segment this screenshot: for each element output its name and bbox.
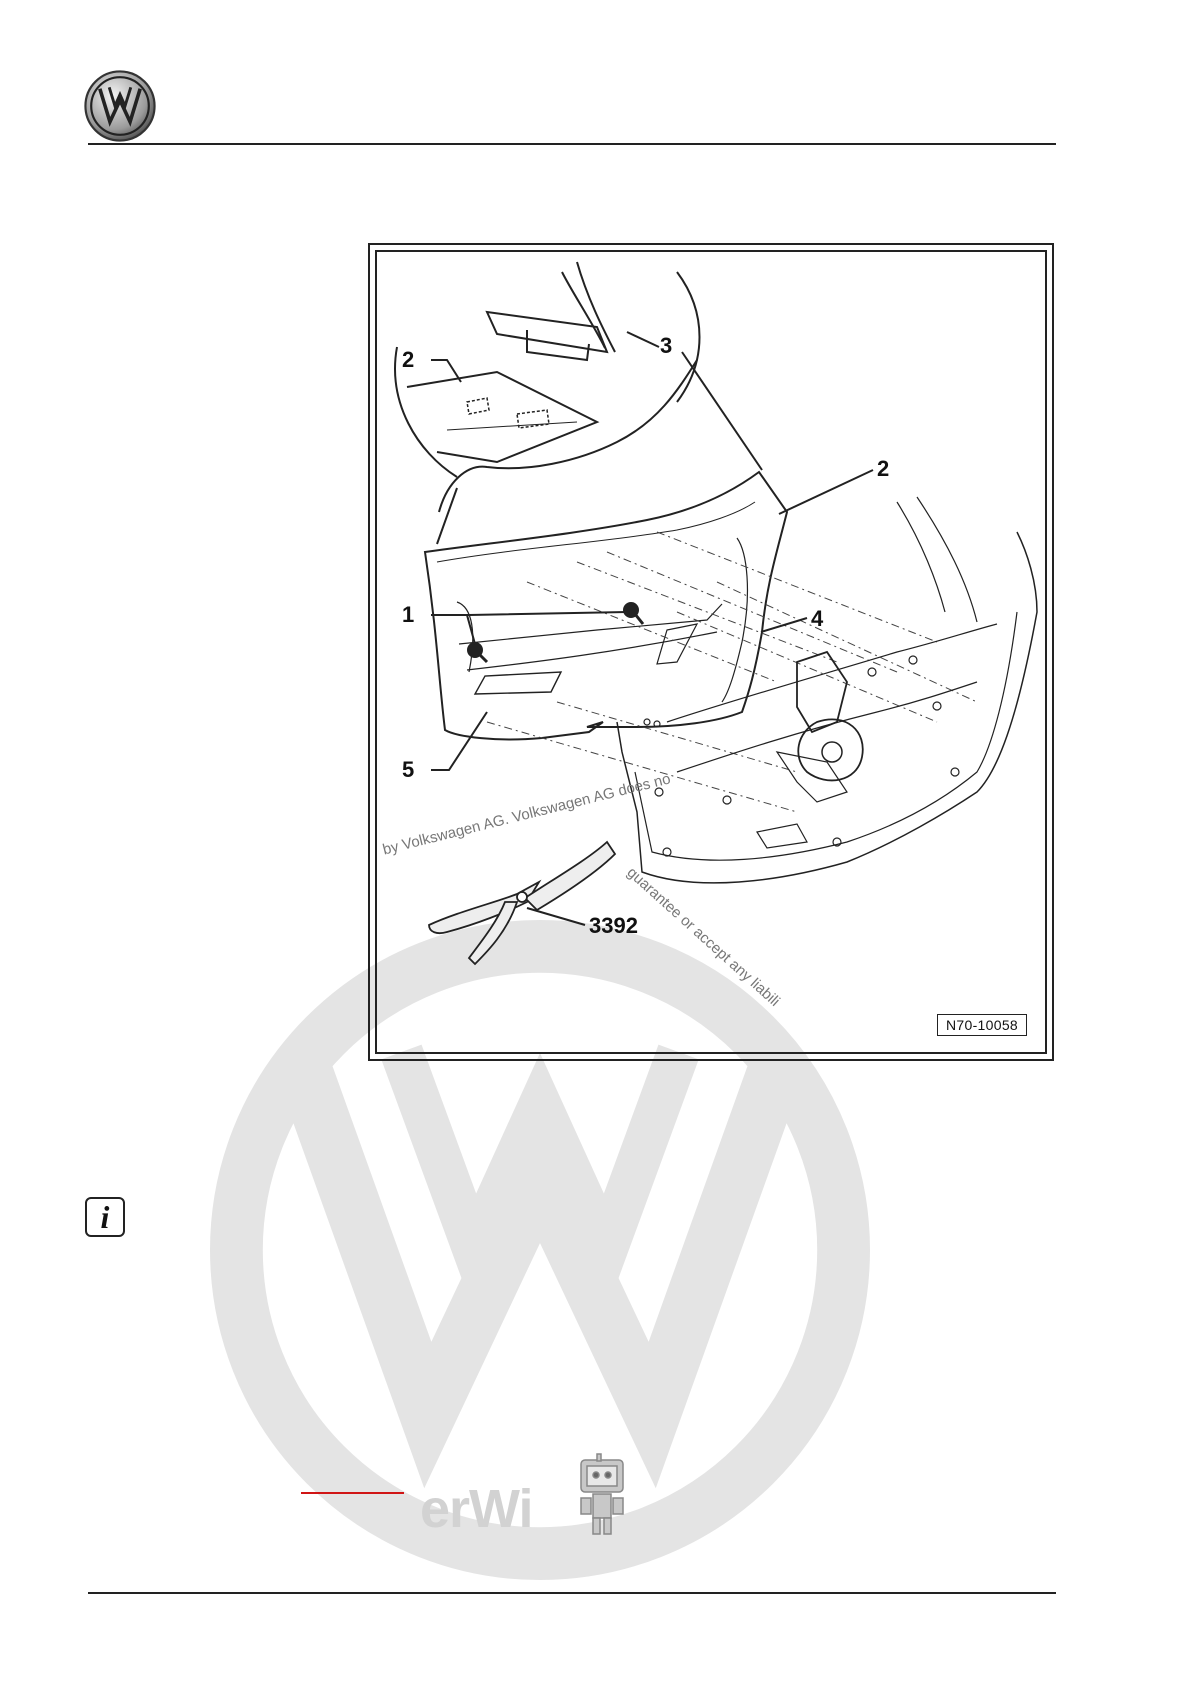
figure-inner-frame: by Volkswagen AG. Volkswagen AG does no … [375,250,1047,1054]
header-rule [88,143,1056,145]
figure-frame: by Volkswagen AG. Volkswagen AG does no … [368,243,1054,1061]
footer-rule [88,1592,1056,1594]
callout-4: 4 [811,608,823,630]
info-note-icon: i [85,1197,125,1237]
figure-reference-code: N70-10058 [937,1014,1027,1036]
robot-mascot-icon [567,1452,637,1538]
callout-2-right: 2 [877,458,889,480]
info-glyph: i [101,1201,110,1233]
callout-2-top: 2 [402,349,414,371]
callout-tool-3392: 3392 [589,915,638,937]
callout-5: 5 [402,759,414,781]
brand-watermark-text: erWi [420,1478,533,1540]
volkswagen-logo-icon [84,70,156,142]
red-link-underline [301,1492,404,1494]
callout-1: 1 [402,604,414,626]
callout-3: 3 [660,335,672,357]
